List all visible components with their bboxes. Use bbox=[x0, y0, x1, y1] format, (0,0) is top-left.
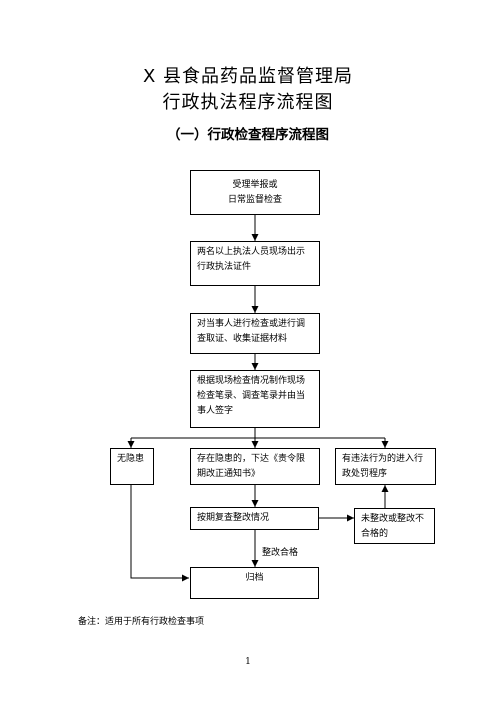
step-rectification-notice: 存在隐患的，下达《责令限期改正通知书》 bbox=[190, 448, 320, 485]
page-number: 1 bbox=[245, 657, 251, 667]
step-failed-rectification: 未整改或整改不合格的 bbox=[354, 508, 435, 544]
step-accept-report: 受理举报或 日常监督检查 bbox=[190, 170, 320, 215]
step-record: 根据现场检查情况制作现场检查笔录、调查笔录并由当事人签字 bbox=[190, 370, 320, 428]
step-archive: 归档 bbox=[190, 567, 319, 599]
step-recheck: 按期复查整改情况 bbox=[190, 507, 319, 530]
step-penalty-procedure: 有违法行为的进入行政处罚程序 bbox=[335, 448, 436, 485]
footnote: 备注：适用于所有行政检查事项 bbox=[78, 617, 205, 627]
step-no-hazard: 无隐患 bbox=[110, 448, 154, 485]
section-heading: （一）行政检查程序流程图 bbox=[167, 127, 329, 143]
edge-b5-b10 bbox=[130, 485, 189, 582]
step-present-credentials: 两名以上执法人员现场出示行政执法证件 bbox=[190, 241, 320, 286]
edge-label-pass: 整改合格 bbox=[262, 548, 299, 558]
document-subtitle: 行政执法程序流程图 bbox=[162, 92, 334, 113]
step-inspection: 对当事人进行检查或进行调查取证、收集证据材料 bbox=[190, 313, 320, 354]
document-title: X 县食品药品监督管理局 bbox=[142, 66, 354, 87]
